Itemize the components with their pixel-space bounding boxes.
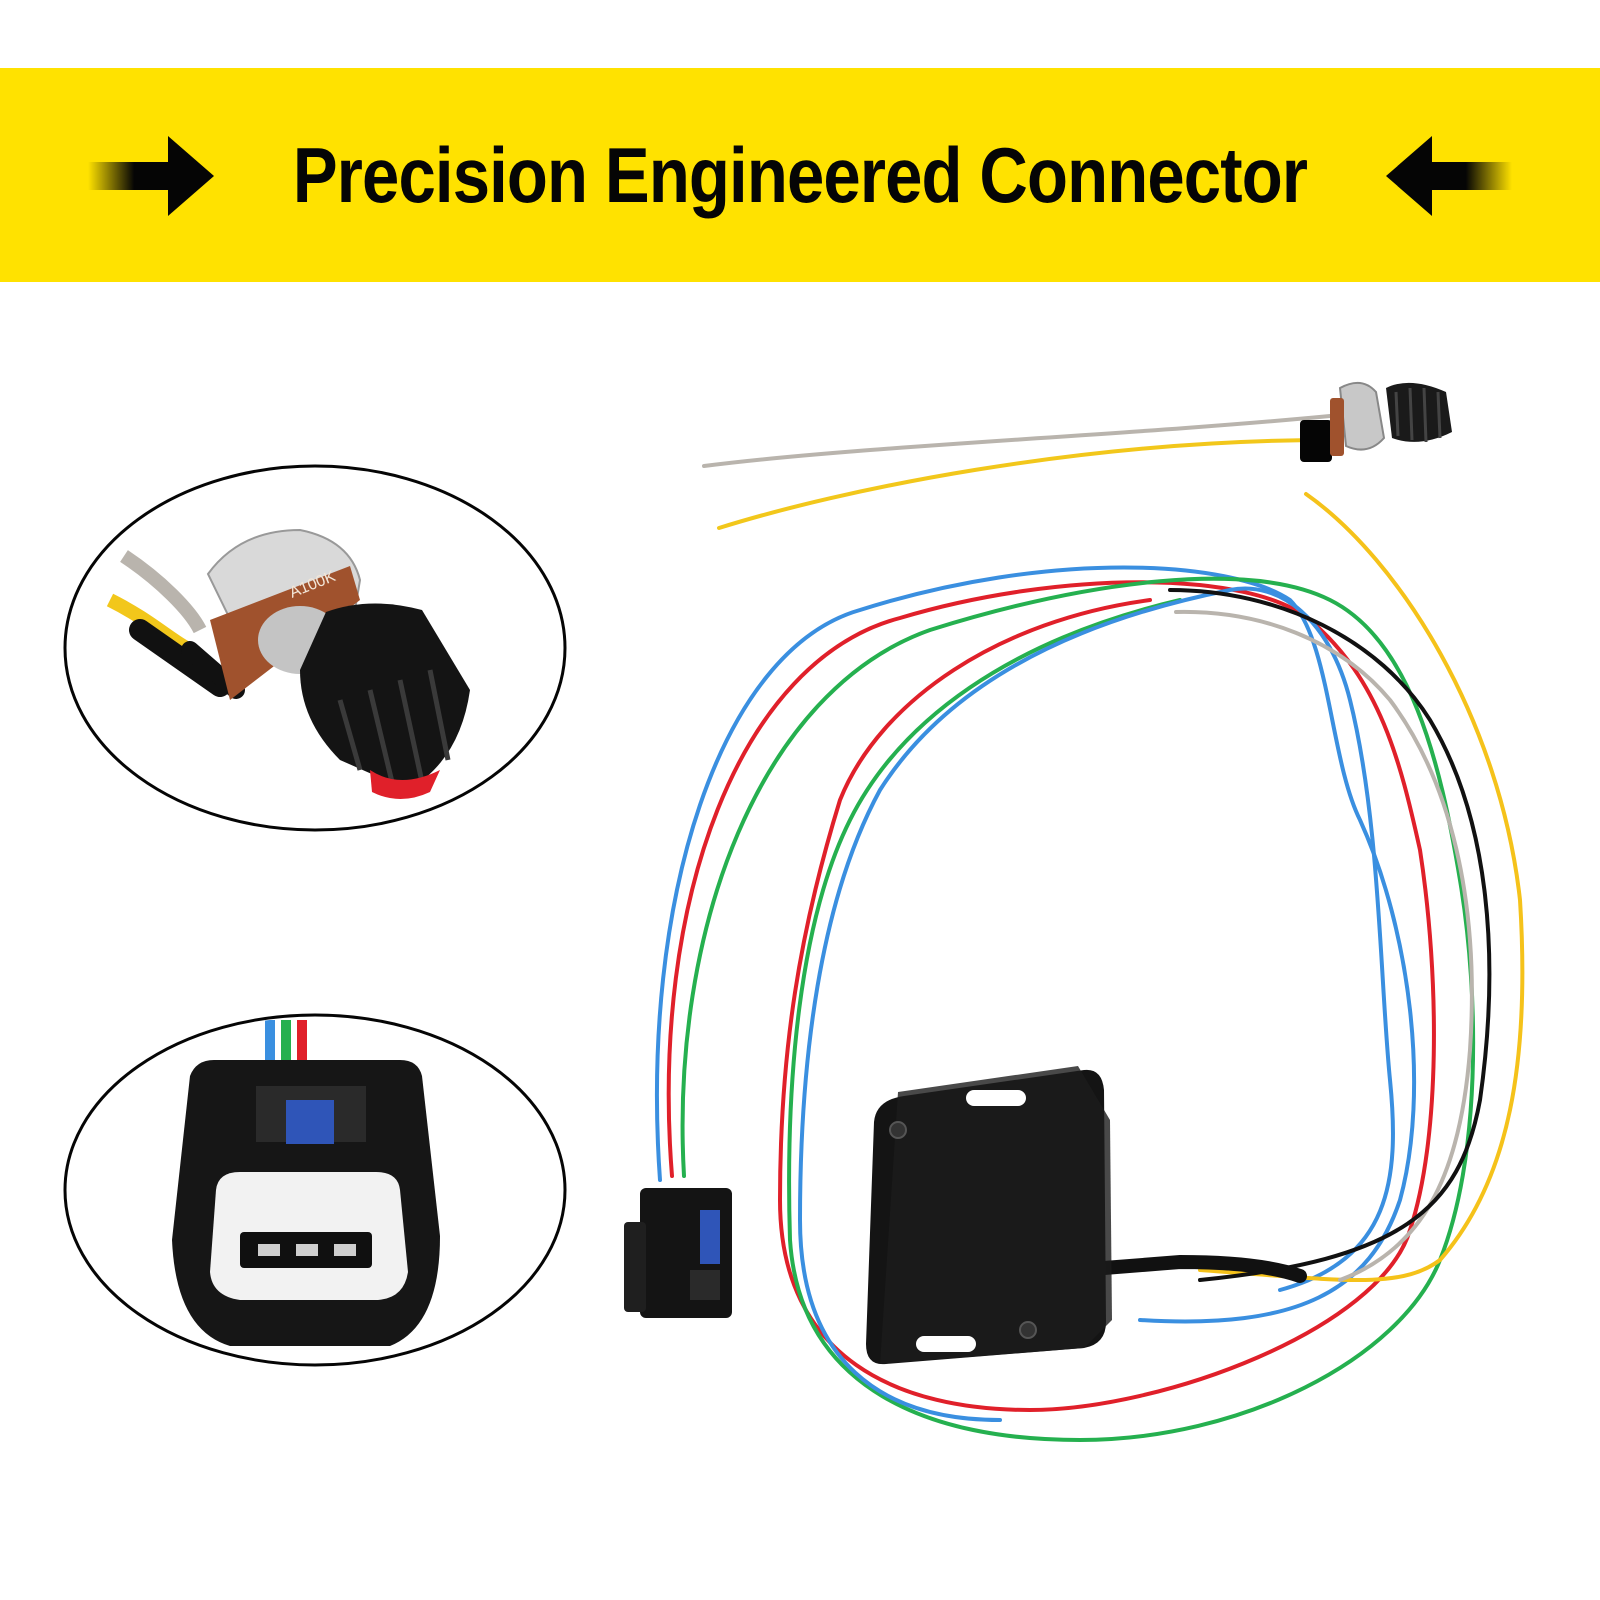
zoom-circle-potentiometer: A100K	[63, 464, 567, 832]
banner-title: Precision Engineered Connector	[292, 130, 1308, 219]
potentiometer-small	[1300, 381, 1452, 462]
potentiometer-wires	[702, 414, 1332, 530]
harness-wires	[654, 492, 1525, 1443]
zoom-circle-connector	[63, 1013, 567, 1367]
control-box	[866, 1066, 1307, 1365]
arrow-right-icon	[88, 136, 214, 216]
harness-plug	[624, 1188, 732, 1318]
header-banner: Precision Engineered Connector	[0, 68, 1600, 282]
arrow-left-icon	[1386, 136, 1512, 216]
